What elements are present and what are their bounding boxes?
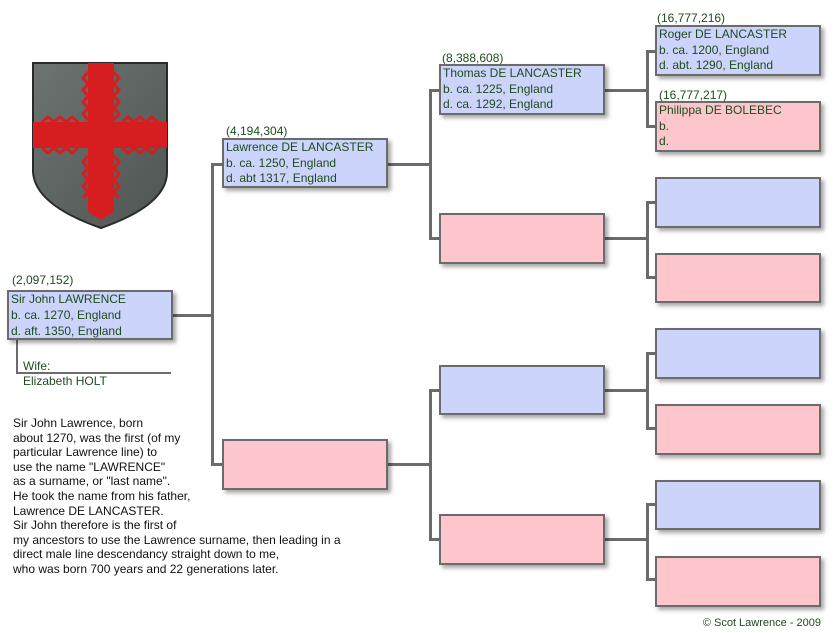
person-box-paternal-grandmother[interactable] xyxy=(439,213,605,264)
bio-line: my ancestors to use the Lawrence surname… xyxy=(13,532,341,547)
connector xyxy=(646,125,656,128)
bio-line: Sir John therefore is the first of xyxy=(13,518,177,533)
connector xyxy=(646,352,656,355)
great-grandmother-number: (16,777,217) xyxy=(659,88,728,102)
person-box-maternal-grandmother[interactable] xyxy=(439,514,605,565)
person-death: d. abt 1317, England xyxy=(226,171,337,185)
wife-connector xyxy=(16,372,171,374)
connector xyxy=(646,352,649,430)
paternal-grandfather-number: (8,388,608) xyxy=(442,51,504,65)
bio-line: particular Lawrence line) to xyxy=(13,445,158,460)
connector xyxy=(604,237,648,240)
connector xyxy=(172,314,212,317)
bio-line: about 1270, was the first (of my xyxy=(13,430,181,445)
connector xyxy=(604,538,648,541)
person-name: Philippa DE BOLEBEC xyxy=(659,103,782,117)
bio-line: Sir John Lawrence, born xyxy=(13,416,144,430)
person-box-great-grandmother[interactable]: Philippa DE BOLEBEC b. d. xyxy=(655,101,821,152)
connector xyxy=(211,463,225,466)
person-death: d. abt. 1290, England xyxy=(659,58,774,72)
person-birth: b. ca. 1225, England xyxy=(443,82,554,96)
person-box-ancestor[interactable] xyxy=(655,328,821,379)
person-box-father[interactable]: Lawrence DE LANCASTER b. ca. 1250, Engla… xyxy=(222,138,388,188)
person-box-ancestor[interactable] xyxy=(655,404,821,455)
person-box-ancestor[interactable] xyxy=(655,253,821,303)
person-box-ancestor[interactable] xyxy=(655,177,821,228)
person-box-maternal-grandfather[interactable] xyxy=(439,365,605,415)
father-number: (4,194,304) xyxy=(226,124,288,138)
connector xyxy=(646,201,656,204)
person-name: Lawrence DE LANCASTER xyxy=(226,140,374,154)
connector xyxy=(646,578,656,581)
bio-line: use the name "LAWRENCE" xyxy=(13,459,166,474)
biography-text: Sir John Lawrence, born about 1270, was … xyxy=(13,416,413,577)
person-name: Roger DE LANCASTER xyxy=(659,27,788,41)
person-death: d. aft. 1350, England xyxy=(11,324,122,338)
person-birth: b. ca. 1270, England xyxy=(11,308,122,322)
bio-line: Lawrence DE LANCASTER. xyxy=(13,503,164,518)
person-birth: b. ca. 1250, England xyxy=(226,156,337,170)
bio-line: as a surname, or "last name". xyxy=(13,474,171,489)
bio-line: He took the name from his father, xyxy=(13,488,191,503)
connector xyxy=(604,389,648,392)
connector xyxy=(429,89,440,92)
person-name: Thomas DE LANCASTER xyxy=(443,66,582,80)
connector xyxy=(646,503,656,506)
person-death: d. ca. 1292, England xyxy=(443,97,554,111)
connector xyxy=(387,163,431,166)
connector xyxy=(429,389,432,541)
person-box-subject[interactable]: Sir John LAWRENCE b. ca. 1270, England d… xyxy=(7,290,173,340)
connector xyxy=(646,503,649,581)
wife-name: Elizabeth HOLT xyxy=(23,374,107,388)
wife-connector xyxy=(16,340,18,373)
person-birth: b. ca. 1200, England xyxy=(659,43,770,57)
bio-line: who was born 700 years and 22 generation… xyxy=(13,561,279,576)
connector xyxy=(429,389,440,392)
connector xyxy=(646,427,656,430)
connector xyxy=(211,163,214,466)
subject-number: (2,097,152) xyxy=(12,273,74,287)
connector xyxy=(646,276,656,279)
person-birth: b. xyxy=(659,119,670,133)
great-grandfather-number: (16,777,216) xyxy=(657,11,726,25)
connector xyxy=(211,163,225,166)
person-name: Sir John LAWRENCE xyxy=(11,292,126,306)
connector xyxy=(429,89,432,240)
connector xyxy=(646,50,649,128)
connector xyxy=(604,89,648,92)
connector xyxy=(646,201,649,279)
person-box-mother[interactable] xyxy=(222,439,388,490)
copyright-notice: © Scot Lawrence - 2009 xyxy=(702,617,821,629)
bio-line: direct male line descendancy straight do… xyxy=(13,547,280,562)
connector xyxy=(429,237,440,240)
connector xyxy=(387,463,431,466)
person-box-paternal-grandfather[interactable]: Thomas DE LANCASTER b. ca. 1225, England… xyxy=(439,64,605,115)
coat-of-arms-icon xyxy=(32,62,168,230)
wife-label: Wife: xyxy=(23,359,51,373)
person-death: d. xyxy=(659,134,670,148)
connector xyxy=(429,538,440,541)
connector xyxy=(646,50,656,53)
person-box-ancestor[interactable] xyxy=(655,556,821,607)
person-box-ancestor[interactable] xyxy=(655,480,821,530)
person-box-great-grandfather[interactable]: Roger DE LANCASTER b. ca. 1200, England … xyxy=(655,25,821,76)
